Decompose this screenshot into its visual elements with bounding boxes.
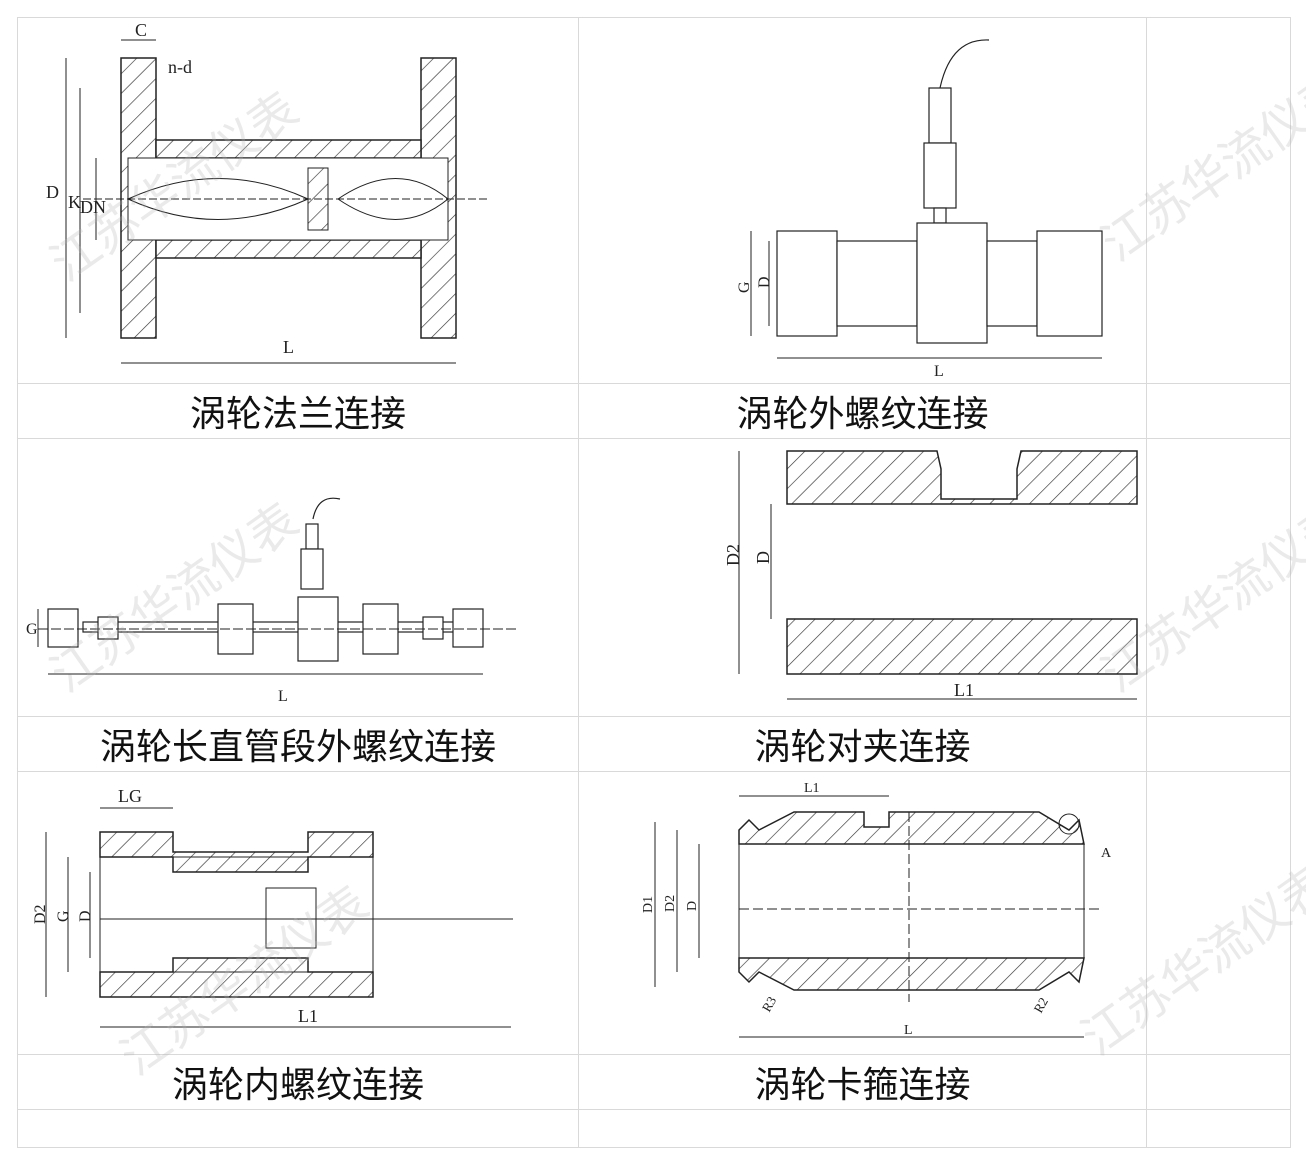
label-d2: D2 [723, 544, 743, 566]
label-n-d: n-d [168, 57, 192, 77]
label-k: K [68, 192, 81, 212]
clamp-drawing-cell: L1 D1 D2 D A R3 R2 L 江苏华流仪表 [578, 771, 1306, 1067]
internal-thread-drawing-cell: LG D2 G D L1 江苏华流仪表 [17, 771, 579, 1087]
label-d2: D2 [32, 904, 49, 924]
label-lg: LG [118, 786, 142, 806]
label-l: L [904, 1023, 913, 1038]
connection-types-table: C n-d D K DN L 江苏华流仪表 [17, 17, 1306, 1148]
caption-clamp: 涡轮卡箍连接 [754, 1065, 971, 1106]
label-l1: L1 [954, 680, 974, 700]
empty-cell [17, 1109, 579, 1148]
empty-cell [1146, 438, 1291, 717]
caption-external-thread: 涡轮外螺纹连接 [736, 394, 989, 435]
label-l: L [934, 363, 944, 380]
caption-internal-thread: 涡轮内螺纹连接 [171, 1065, 424, 1106]
empty-cell [578, 1109, 1147, 1148]
wafer-drawing-cell: D2 D L1 江苏华流仪表 [578, 438, 1306, 717]
caption-flange: 涡轮法兰连接 [189, 394, 406, 435]
label-d: D [77, 910, 94, 922]
label-d: D [46, 182, 59, 202]
label-l1: L1 [298, 1006, 318, 1026]
clamp-drawing: L1 D1 D2 D A R3 R2 L [641, 781, 1112, 1038]
label-d: D [685, 901, 700, 911]
external-thread-drawing-cell: G D L 江苏华流仪表 [578, 17, 1306, 384]
flange-connection-drawing-cell: C n-d D K DN L 江苏华流仪表 [17, 17, 579, 384]
wafer-drawing: D2 D L1 [723, 450, 1138, 700]
label-g: G [55, 910, 72, 922]
label-l: L [278, 688, 288, 705]
label-a: A [1101, 846, 1112, 861]
label-d2: D2 [663, 895, 678, 912]
label-l: L [283, 337, 294, 357]
label-d: D [753, 551, 773, 564]
label-g: G [736, 281, 753, 293]
label-r3: R3 [759, 994, 780, 1015]
flange-connection-drawing: C n-d D K DN L [46, 20, 488, 364]
label-c: C [135, 20, 147, 40]
empty-cell [1146, 771, 1291, 1055]
caption-long-pipe: 涡轮长直管段外螺纹连接 [99, 727, 496, 768]
empty-cell [1146, 17, 1291, 384]
long-pipe-drawing-cell: G L 江苏华流仪表 [17, 438, 579, 717]
internal-thread-drawing: LG D2 G D L1 [32, 786, 513, 1028]
caption-wafer: 涡轮对夹连接 [754, 727, 971, 768]
empty-cell [1146, 1109, 1291, 1148]
external-thread-drawing: G D L [736, 39, 1103, 380]
label-l1: L1 [804, 781, 820, 796]
label-dn: DN [80, 197, 106, 217]
label-g: G [26, 621, 38, 638]
long-pipe-drawing: G L [26, 497, 518, 705]
label-d: D [756, 276, 773, 288]
label-r2: R2 [1030, 995, 1051, 1016]
label-d1: D1 [641, 896, 656, 913]
